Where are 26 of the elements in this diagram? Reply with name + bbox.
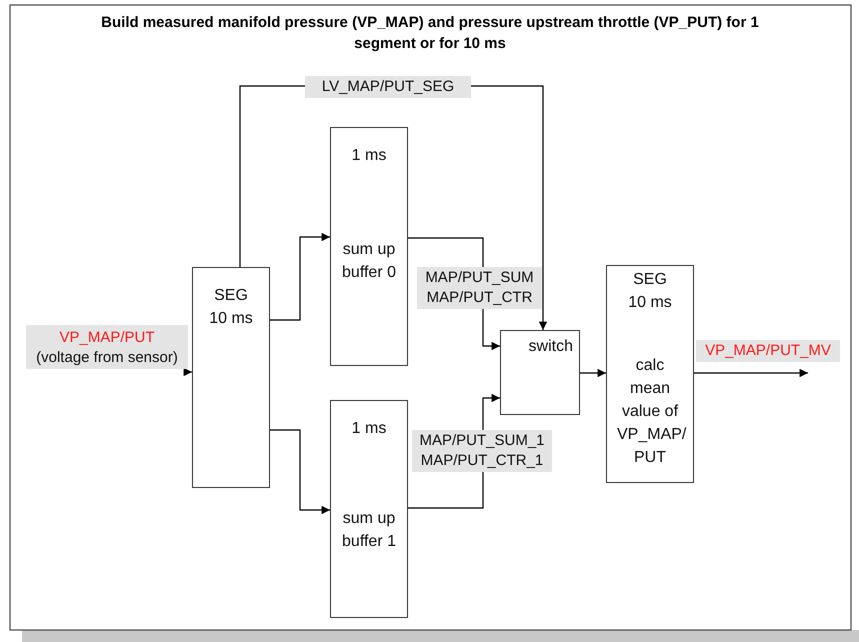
block-description: sum up buffer 0	[341, 240, 397, 283]
block-heading: 1 ms	[350, 419, 388, 439]
arrow	[184, 368, 192, 376]
block-heading: 1 ms	[350, 146, 388, 166]
process-box	[330, 127, 408, 366]
process-box	[192, 267, 270, 488]
signal-label: VP_MAP/PUT_MV	[696, 340, 840, 362]
arrow	[270, 232, 330, 321]
arrow	[270, 429, 330, 514]
block-description: sum up buffer 1	[341, 509, 397, 552]
block-heading: switch	[528, 337, 574, 357]
signal-label: LV_MAP/PUT_SEG	[305, 76, 471, 98]
diagram-title: Build measured manifold pressure (VP_MAP) and pressure upstream throttle (VP_PUT) for 1 segment or for 10 ms	[100, 13, 760, 54]
block-heading: SEG 10 ms	[208, 286, 254, 329]
process-box	[500, 330, 580, 415]
arrow	[694, 368, 808, 378]
signal-label: MAP/PUT_SUM_1 MAP/PUT_CTR_1	[412, 430, 552, 472]
signal-label: MAP/PUT_SUM MAP/PUT_CTR	[417, 267, 542, 309]
signal-note	[26, 325, 188, 369]
signal-description: (voltage from sensor)	[35, 348, 179, 368]
process-box	[330, 400, 408, 618]
arrow	[580, 368, 606, 378]
block-heading: SEG 10 ms	[627, 270, 673, 313]
block-description: calc mean value of VP_MAP/ PUT	[616, 356, 688, 468]
process-box	[606, 265, 694, 483]
signal-name: VP_MAP/PUT	[58, 328, 156, 348]
